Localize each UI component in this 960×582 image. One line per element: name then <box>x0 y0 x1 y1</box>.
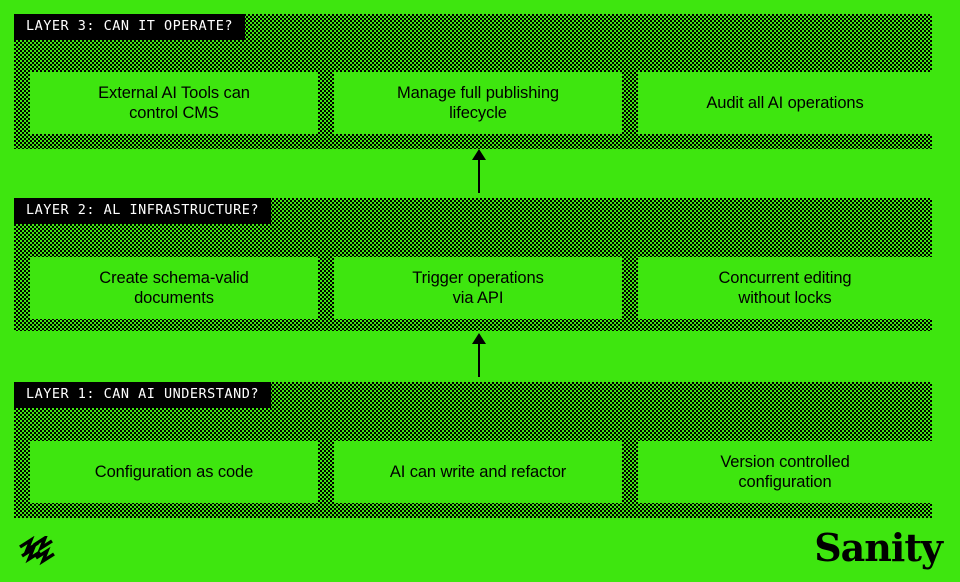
layer-1-card-1: Configuration as code <box>30 441 318 503</box>
arrow-head-icon <box>472 149 486 160</box>
card-line: Trigger operations <box>412 268 544 287</box>
layer-1-card-3: Version controlled configuration <box>638 441 932 503</box>
card-line: configuration <box>738 473 832 491</box>
arrow-head-icon <box>472 333 486 344</box>
layer-3-card-1: External AI Tools can control CMS <box>30 72 318 134</box>
sanity-zigzag-mark-icon <box>19 536 55 566</box>
layer-1-card-2: AI can write and refactor <box>334 441 622 503</box>
card-line: documents <box>134 289 214 307</box>
card-line: without locks <box>738 289 832 307</box>
footer: Sanity <box>0 520 960 582</box>
layer-2-label: LAYER 2: AL INFRASTRUCTURE? <box>14 198 271 224</box>
card-line: Manage full publishing <box>397 83 559 102</box>
card-line: via API <box>452 289 504 307</box>
card-line: External AI Tools can <box>98 83 250 102</box>
layer-3-label: LAYER 3: CAN IT OPERATE? <box>14 14 246 40</box>
layer-3-card-3: Audit all AI operations <box>638 72 932 134</box>
layer-2-card-2: Trigger operations via API <box>334 257 622 319</box>
card-line: Create schema-valid <box>99 268 249 287</box>
card-line: control CMS <box>129 104 219 122</box>
arrow-layer1-to-layer2 <box>470 333 488 377</box>
layer-2-card-3: Concurrent editing without locks <box>638 257 932 319</box>
card-line: Version controlled <box>720 452 850 471</box>
card-line: Audit all AI operations <box>706 93 864 112</box>
layer-3-card-2: Manage full publishing lifecycle <box>334 72 622 134</box>
layer-2-card-1: Create schema-valid documents <box>30 257 318 319</box>
arrow-stem <box>478 342 480 377</box>
card-line: AI can write and refactor <box>389 462 567 481</box>
sanity-wordmark: Sanity <box>814 525 943 570</box>
arrow-layer2-to-layer3 <box>470 149 488 193</box>
card-line: Concurrent editing <box>718 268 852 287</box>
card-line: Configuration as code <box>94 462 254 481</box>
card-line: lifecycle <box>449 104 507 122</box>
arrow-stem <box>478 158 480 193</box>
layer-1-label: LAYER 1: CAN AI UNDERSTAND? <box>14 382 271 408</box>
